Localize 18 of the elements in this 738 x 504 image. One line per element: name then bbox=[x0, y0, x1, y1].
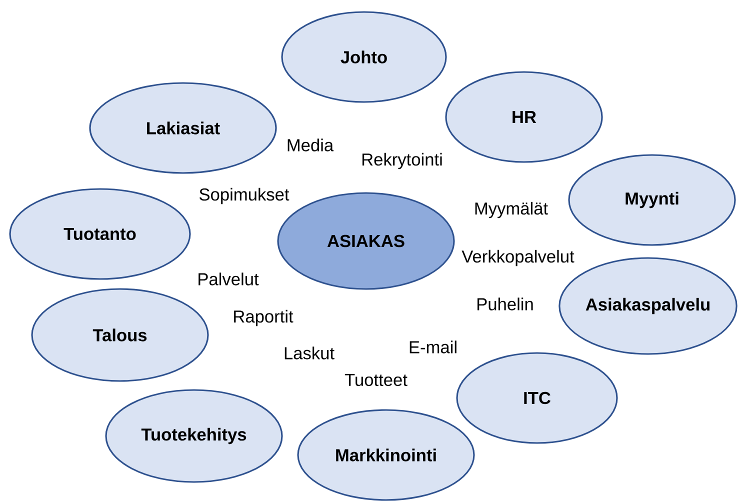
ellipse-node: HR bbox=[445, 71, 603, 163]
topic-label: E-mail bbox=[410, 340, 456, 354]
ellipse-node: Tuotekehitys bbox=[105, 389, 283, 483]
ellipse-node: Tuotanto bbox=[9, 188, 191, 280]
ellipse-node: Myynti bbox=[568, 154, 736, 246]
topic-label: Myymälät bbox=[475, 202, 548, 218]
topic-label: Media bbox=[288, 138, 334, 152]
ellipse-node: Lakiasiat bbox=[89, 82, 277, 174]
topic-label: Raportit bbox=[234, 310, 294, 326]
ellipse-node: Talous bbox=[31, 288, 209, 382]
ellipse-node: ITC bbox=[456, 352, 618, 444]
topic-label: Laskut bbox=[284, 346, 334, 360]
ellipse-node: Markkinointi bbox=[297, 409, 475, 501]
ellipse-node: Johto bbox=[281, 11, 447, 103]
topic-label: Palvelut bbox=[198, 272, 259, 286]
topic-label: Tuotteet bbox=[344, 374, 408, 386]
topic-label: Puhelin bbox=[478, 298, 533, 310]
topic-label: Rekrytointi bbox=[362, 152, 442, 170]
